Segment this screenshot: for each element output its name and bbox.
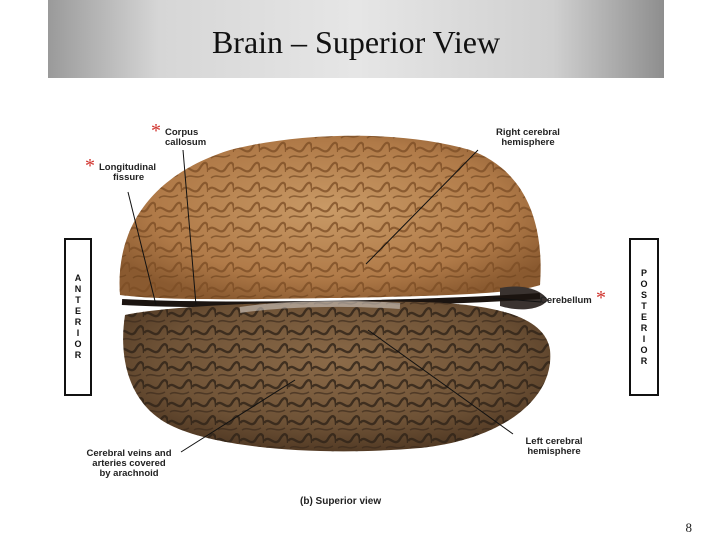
right-hemisphere-label: Right cerebral hemisphere: [496, 127, 560, 148]
left-hemisphere-label: Left cerebral hemisphere: [525, 436, 583, 457]
anterior-letter: O: [74, 339, 82, 349]
posterior-letter: R: [640, 355, 648, 366]
posterior-label-box: P O S T E R I O R: [629, 238, 659, 396]
cerebral-veins-label: Cerebral veins and arteries covered by a…: [86, 448, 172, 479]
anterior-letter: R: [74, 350, 82, 360]
slide-title: Brain – Superior View: [211, 23, 501, 60]
right-hemisphere: [119, 135, 541, 300]
posterior-letter: P: [640, 267, 647, 278]
figure-caption: (b) Superior view: [300, 496, 382, 507]
anterior-letter: A: [74, 273, 82, 283]
anterior-label-box: A N T E R I O R: [64, 238, 92, 396]
anterior-letter: E: [74, 306, 81, 316]
longitudinal-fissure-star: *: [85, 155, 95, 177]
anterior-letter: R: [74, 317, 82, 327]
left-hemisphere: [123, 300, 551, 452]
posterior-letter: O: [640, 344, 648, 355]
anterior-letter: N: [74, 284, 82, 294]
corpus-callosum-label: Corpus callosum: [165, 127, 207, 148]
posterior-letter: O: [640, 278, 648, 289]
title-bar: Brain – Superior View: [48, 0, 664, 78]
cerebellum-label: Cerebellum: [540, 295, 592, 306]
posterior-letter: T: [641, 300, 647, 311]
longitudinal-fissure-label: Longitudinal fissure: [99, 162, 156, 183]
posterior-letter: I: [642, 333, 646, 344]
page-number: 8: [685, 520, 693, 535]
posterior-letter: S: [640, 289, 647, 300]
anterior-letter: T: [75, 295, 81, 305]
leader-lines: [127, 149, 542, 453]
corpus-callosum-star: *: [151, 120, 161, 142]
anterior-letter: I: [76, 328, 80, 338]
posterior-letter: E: [640, 311, 647, 322]
posterior-letter: R: [640, 322, 648, 333]
cerebellum-star: *: [596, 287, 606, 309]
